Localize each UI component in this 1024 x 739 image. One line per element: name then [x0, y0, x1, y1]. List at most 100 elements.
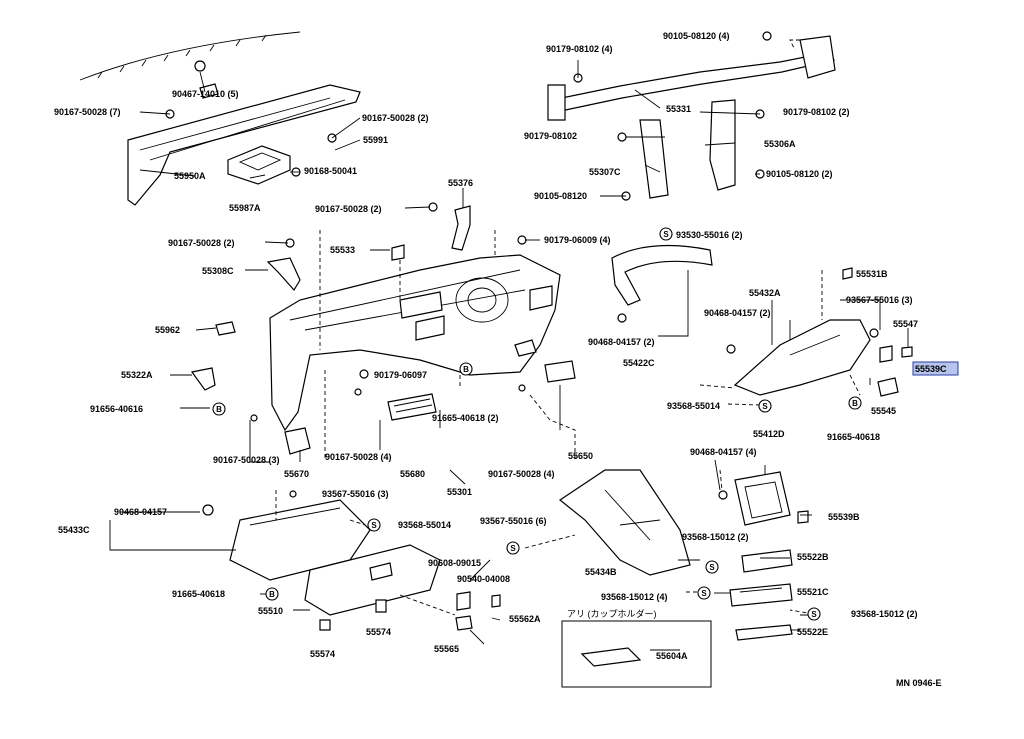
part-label[interactable]: 90179-06097 [374, 370, 427, 380]
svg-text:S: S [701, 589, 707, 598]
part-label[interactable]: 90105-08120 (2) [766, 169, 833, 179]
s-symbol: S [705, 560, 719, 574]
part-label[interactable]: 55574 [366, 627, 391, 637]
part-label[interactable]: 90168-50041 [304, 166, 357, 176]
bracket-55376 [451, 205, 471, 251]
part-label[interactable]: 90179-08102 (4) [546, 44, 613, 54]
part-label[interactable]: 90468-04157 (2) [588, 337, 655, 347]
part-label[interactable]: 91665-40618 (2) [432, 413, 499, 423]
part-label[interactable]: 90540-04008 [457, 574, 510, 584]
part-label[interactable]: 55376 [448, 178, 473, 188]
part-label[interactable]: 90105-08120 [534, 191, 587, 201]
svg-text:S: S [709, 563, 715, 572]
part-label[interactable]: 90179-08102 (2) [783, 107, 850, 117]
highlighted-part-label[interactable]: 55539C [915, 364, 947, 374]
part-label[interactable]: 90167-50028 (4) [325, 452, 392, 462]
part-label[interactable]: 90167-50028 (2) [315, 204, 382, 214]
part-label[interactable]: 55991 [363, 135, 388, 145]
part-label[interactable]: 93568-55014 [667, 401, 720, 411]
console-box-55434B [558, 469, 691, 576]
part-label[interactable]: 55962 [155, 325, 180, 335]
part-label[interactable]: 93568-15012 (2) [682, 532, 749, 542]
windshield-edge-line [79, 31, 301, 81]
svg-text:S: S [510, 544, 516, 553]
part-label[interactable]: 55322A [121, 370, 153, 380]
part-label[interactable]: 55539B [828, 512, 860, 522]
part-label[interactable]: 93530-55016 (2) [676, 230, 743, 240]
part-labels: 90105-08120 (4) 90179-08102 (4) 90467-14… [54, 31, 947, 661]
part-label[interactable]: 90468-04157 [114, 507, 167, 517]
part-label[interactable]: 55308C [202, 266, 234, 276]
part-label[interactable]: 55531B [856, 269, 888, 279]
box-55521C [729, 583, 793, 607]
part-label[interactable]: 90467-14010 (5) [172, 89, 239, 99]
part-label[interactable]: 90179-08102 [524, 131, 577, 141]
part-label[interactable]: 55522E [797, 627, 828, 637]
part-label[interactable]: 55562A [509, 614, 541, 624]
part-label[interactable]: 91665-40618 [172, 589, 225, 599]
part-label[interactable]: 93568-15012 (2) [851, 609, 918, 619]
part-label[interactable]: 90179-06009 (4) [544, 235, 611, 245]
register-55680 [387, 393, 437, 421]
part-label[interactable]: 55432A [749, 288, 781, 298]
s-symbol: S [659, 227, 673, 241]
part-label[interactable]: 55950A [174, 171, 206, 181]
cup-holder-note: アリ (カップホルダー) [567, 608, 657, 619]
part-label[interactable]: 55670 [284, 469, 309, 479]
part-label[interactable]: 55433C [58, 525, 90, 535]
instrument-panel-55301 [269, 254, 561, 432]
part-label[interactable]: 91656-40616 [90, 404, 143, 414]
reinforcement-bar-55331 [547, 35, 836, 121]
diagram-code: MN 0946-E [896, 678, 942, 688]
part-label[interactable]: 55412D [753, 429, 785, 439]
register-55670 [284, 427, 311, 455]
finish-panel-55422C [611, 244, 713, 306]
brace-55307C [639, 119, 669, 199]
part-label[interactable]: 93567-55016 (6) [480, 516, 547, 526]
part-label[interactable]: 55510 [258, 606, 283, 616]
part-label[interactable]: 93567-55016 (3) [846, 295, 913, 305]
svg-text:S: S [762, 402, 768, 411]
part-label[interactable]: 55301 [447, 487, 472, 497]
part-label[interactable]: 90608-09015 [428, 558, 481, 568]
part-label[interactable]: 55565 [434, 644, 459, 654]
part-label[interactable]: 55604A [656, 651, 688, 661]
part-label[interactable]: 55987A [229, 203, 261, 213]
part-label[interactable]: 55545 [871, 406, 896, 416]
part-label[interactable]: 90468-04157 (2) [704, 308, 771, 318]
svg-text:B: B [269, 590, 275, 599]
part-label[interactable]: 90167-50028 (2) [168, 238, 235, 248]
part-label[interactable]: 55434B [585, 567, 617, 577]
glove-box-55510 [304, 544, 441, 616]
s-symbol: S [367, 518, 381, 532]
part-label[interactable]: 55650 [568, 451, 593, 461]
small-fasteners [165, 31, 913, 631]
part-label[interactable]: 90167-50028 (3) [213, 455, 280, 465]
part-label[interactable]: 55306A [764, 139, 796, 149]
bracket-55308C [266, 257, 301, 292]
s-symbol: S [807, 607, 821, 621]
part-label[interactable]: 55522B [797, 552, 829, 562]
part-label[interactable]: 55680 [400, 469, 425, 479]
part-label[interactable]: 90468-04157 (4) [690, 447, 757, 457]
part-label[interactable]: 90167-50028 (4) [488, 469, 555, 479]
highlight-box [912, 361, 959, 376]
s-symbol: S [758, 399, 772, 413]
part-label[interactable]: 55574 [310, 649, 335, 659]
part-label[interactable]: 55547 [893, 319, 918, 329]
part-label[interactable]: 90167-50028 (2) [362, 113, 429, 123]
part-label[interactable]: 55307C [589, 167, 621, 177]
part-label[interactable]: 55331 [666, 104, 691, 114]
part-label[interactable]: 55422C [623, 358, 655, 368]
part-label[interactable]: 90167-50028 (7) [54, 107, 121, 117]
s-symbol: S [506, 541, 520, 555]
part-label[interactable]: 91665-40618 [827, 432, 880, 442]
svg-text:B: B [852, 399, 858, 408]
part-label[interactable]: 93567-55016 (3) [322, 489, 389, 499]
part-label[interactable]: 55521C [797, 587, 829, 597]
part-label[interactable]: 93568-15012 (4) [601, 592, 668, 602]
part-label[interactable]: 55533 [330, 245, 355, 255]
part-label[interactable]: 93568-55014 [398, 520, 451, 530]
part-label[interactable]: 90105-08120 (4) [663, 31, 730, 41]
s-symbol: S [697, 586, 711, 600]
